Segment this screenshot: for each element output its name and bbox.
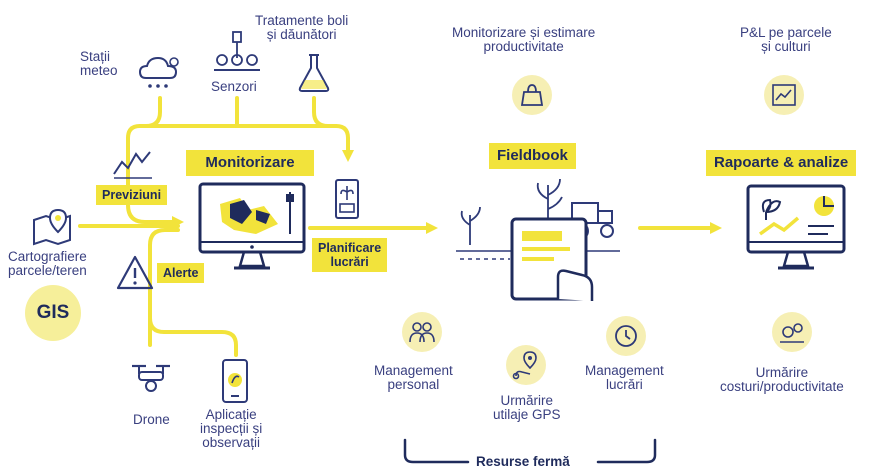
aplicatie-label: Aplicație inspecții și observații bbox=[200, 407, 263, 450]
monitorizare-title: Monitorizare bbox=[186, 150, 314, 176]
management-personal-circle bbox=[402, 312, 442, 352]
drone-label: Drone bbox=[133, 412, 170, 427]
cartografiere-label: Cartografiere parcele/teren bbox=[8, 249, 87, 278]
management-lucrari-label: Management lucrări bbox=[585, 363, 664, 392]
clock-icon bbox=[615, 325, 637, 347]
gps-circle bbox=[506, 345, 546, 385]
mobile-app-icon bbox=[222, 359, 248, 403]
alerte-tag: Alerte bbox=[157, 263, 205, 283]
costuri-circle bbox=[772, 312, 812, 352]
costuri-label: Urmărire costuri/productivitate bbox=[720, 365, 844, 394]
statii-meteo-label: Stații meteo bbox=[80, 49, 118, 78]
urmarire-gps-label: Urmărire utilaje GPS bbox=[493, 393, 561, 422]
gis-badge: GIS bbox=[25, 285, 81, 341]
tablet-field-icon bbox=[456, 178, 620, 301]
flask-icon bbox=[298, 54, 330, 92]
analytics-monitor-icon bbox=[746, 184, 846, 270]
gps-route-icon bbox=[512, 351, 537, 380]
monitor-map-icon bbox=[198, 182, 306, 270]
sensor-icon bbox=[214, 31, 260, 71]
resurse-ferma-label: Resurse fermă bbox=[476, 454, 570, 469]
planificare-tag: Planificare lucrări bbox=[312, 238, 388, 272]
report-chart-icon bbox=[772, 84, 796, 106]
senzori-label: Senzori bbox=[211, 79, 257, 94]
productivity-circle bbox=[512, 75, 552, 115]
monitorizare-estimare-label: Monitorizare și estimare productivitate bbox=[452, 25, 596, 54]
fieldbook-title: Fieldbook bbox=[489, 143, 576, 169]
management-personal-label: Management personal bbox=[374, 363, 453, 392]
pl-circle bbox=[764, 75, 804, 115]
people-icon bbox=[409, 322, 435, 343]
drone-icon bbox=[132, 364, 170, 392]
map-pin-icon bbox=[33, 208, 71, 246]
costs-gears-icon bbox=[780, 323, 804, 343]
alert-triangle-icon bbox=[116, 255, 154, 290]
rapoarte-title: Rapoarte & analize bbox=[706, 150, 857, 176]
chart-trend-icon bbox=[113, 151, 152, 179]
previziuni-tag: Previziuni bbox=[96, 185, 168, 205]
bag-icon bbox=[520, 84, 544, 106]
pl-label: P&L pe parcele și culturi bbox=[740, 25, 832, 54]
tratamente-label: Tratamente boli și dăunători bbox=[255, 13, 349, 42]
plant-clipboard-icon bbox=[335, 179, 359, 219]
cloud-rain-icon bbox=[138, 56, 179, 88]
